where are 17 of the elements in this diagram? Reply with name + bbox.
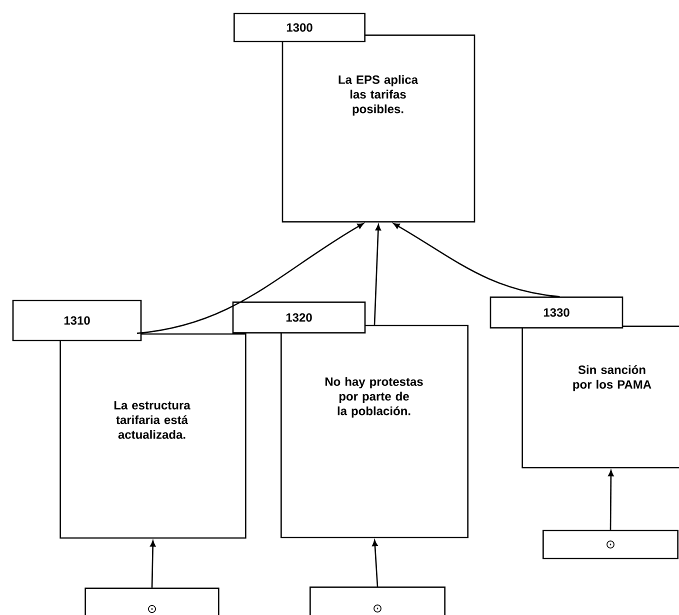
arrow [608, 470, 614, 530]
arrow [393, 223, 560, 298]
symbol-box: ⊙ [542, 530, 678, 560]
box-text: La estructura tarifaria está actualizada. [114, 401, 190, 439]
number-tab: 1330 [490, 296, 624, 328]
arrow [372, 540, 378, 587]
box-text: No hay protestas por parte de la población. [325, 377, 423, 418]
symbol-box: ⊙ [84, 588, 220, 615]
number-tab: 1320 [232, 302, 366, 334]
arrow [374, 224, 381, 325]
number-tab: 1310 [12, 300, 142, 342]
symbol-box: ⊙ [310, 586, 446, 615]
arrow [136, 223, 364, 334]
box-text: La EPS aplica las tarifas posibles. [338, 75, 418, 116]
box-text: Sin sanción por los PAMA [573, 365, 652, 392]
arrow [150, 540, 156, 588]
number-tab: 1300 [234, 12, 366, 42]
